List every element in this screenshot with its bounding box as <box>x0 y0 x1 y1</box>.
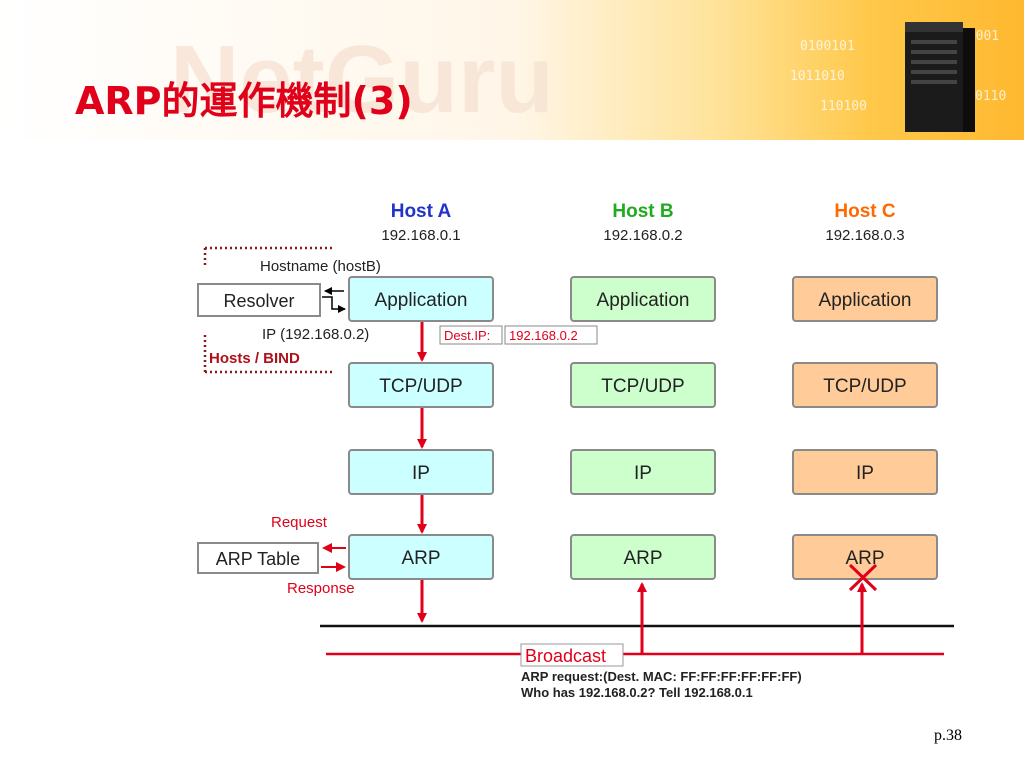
dest-ip-label-box <box>439 325 503 345</box>
host-a-stack: Application TCP/UDP IP ARP <box>348 276 494 580</box>
page-number: p.38 <box>934 727 962 744</box>
svg-text:0100101: 0100101 <box>800 39 855 54</box>
host-c-stack: Application TCP/UDP IP ARP <box>792 276 938 580</box>
host-a-name: Host A <box>391 201 452 222</box>
host-c-ip-label: IP <box>856 463 874 484</box>
host-c-header: Host C 192.168.0.3 <box>825 201 904 244</box>
host-c-tcpudp-label: TCP/UDP <box>823 376 906 397</box>
host-c-application-label: Application <box>819 290 912 311</box>
dest-ip-label: Dest.IP: <box>444 328 490 343</box>
host-b-ip: 192.168.0.2 <box>603 227 682 244</box>
host-a-tcpudp-label: TCP/UDP <box>379 376 462 397</box>
broadcast-label: Broadcast <box>525 646 606 666</box>
host-a-ip: 192.168.0.1 <box>381 227 460 244</box>
resolver-region: Hostname (hostB) Resolver IP (192.168.0.… <box>197 246 381 374</box>
host-a-application-label: Application <box>375 290 468 311</box>
host-a-header: Host A 192.168.0.1 <box>381 201 460 244</box>
arp-request-line-2: Who has 192.168.0.2? Tell 192.168.0.1 <box>521 685 753 700</box>
host-b-tcpudp-box <box>570 362 716 408</box>
hostname-query-label: Hostname (hostB) <box>260 258 381 275</box>
host-a-arp-box <box>348 534 494 580</box>
resolver-box <box>197 283 321 317</box>
host-b-ip-box <box>570 449 716 495</box>
banner-watermark: NetGuru <box>170 26 554 133</box>
host-a-tcpudp-box <box>348 362 494 408</box>
request-label: Request <box>271 514 328 531</box>
broadcast-label-box <box>520 643 624 667</box>
broadcast-tag: Broadcast ARP request:(Dest. MAC: FF:FF:… <box>520 643 802 700</box>
host-b-application-box <box>570 276 716 322</box>
host-a-application-box <box>348 276 494 322</box>
host-b-stack: Application TCP/UDP IP ARP <box>570 276 716 580</box>
arp-table-region: Request ARP Table Response <box>197 514 355 597</box>
slide-title: ARP的運作機制(3) <box>75 79 413 123</box>
header-banner: NetGuru 0100101 1011010 110100 01001 011… <box>0 0 1024 140</box>
host-c-arp-label: ARP <box>845 548 884 569</box>
arp-table-box <box>197 542 319 574</box>
server-tower-icon <box>905 22 975 132</box>
host-c-ip: 192.168.0.3 <box>825 227 904 244</box>
dest-ip-tag: Dest.IP: 192.168.0.2 <box>439 325 598 345</box>
hosts-bind-label: Hosts / BIND <box>209 350 300 367</box>
resolver-to-app-arrow <box>322 296 346 313</box>
host-c-ip-box <box>792 449 938 495</box>
svg-text:0110: 0110 <box>975 89 1006 104</box>
host-b-arp-label: ARP <box>623 548 662 569</box>
host-a-ip-box <box>348 449 494 495</box>
host-a-arp-label: ARP <box>401 548 440 569</box>
response-label: Response <box>287 580 355 597</box>
host-c-application-box <box>792 276 938 322</box>
arp-table-label: ARP Table <box>216 549 300 569</box>
ip-answer-label: IP (192.168.0.2) <box>262 326 369 343</box>
host-c-name: Host C <box>834 201 896 222</box>
dest-ip-value-box <box>504 325 598 345</box>
host-b-header: Host B 192.168.0.2 <box>603 201 682 244</box>
host-b-ip-label: IP <box>634 463 652 484</box>
host-c-tcpudp-box <box>792 362 938 408</box>
dest-ip-value: 192.168.0.2 <box>509 328 578 343</box>
svg-text:1011010: 1011010 <box>790 69 845 84</box>
host-b-name: Host B <box>612 201 673 222</box>
host-b-tcpudp-label: TCP/UDP <box>601 376 684 397</box>
arp-request-line-1: ARP request:(Dest. MAC: FF:FF:FF:FF:FF:F… <box>521 669 802 684</box>
rejected-x-icon <box>848 563 878 592</box>
svg-text:110100: 110100 <box>820 99 867 114</box>
resolver-label: Resolver <box>223 291 294 311</box>
host-b-arp-box <box>570 534 716 580</box>
host-a-ip-label: IP <box>412 463 430 484</box>
binary-digits-decoration: 0100101 1011010 110100 01001 0110 <box>790 29 1006 114</box>
host-b-application-label: Application <box>597 290 690 311</box>
